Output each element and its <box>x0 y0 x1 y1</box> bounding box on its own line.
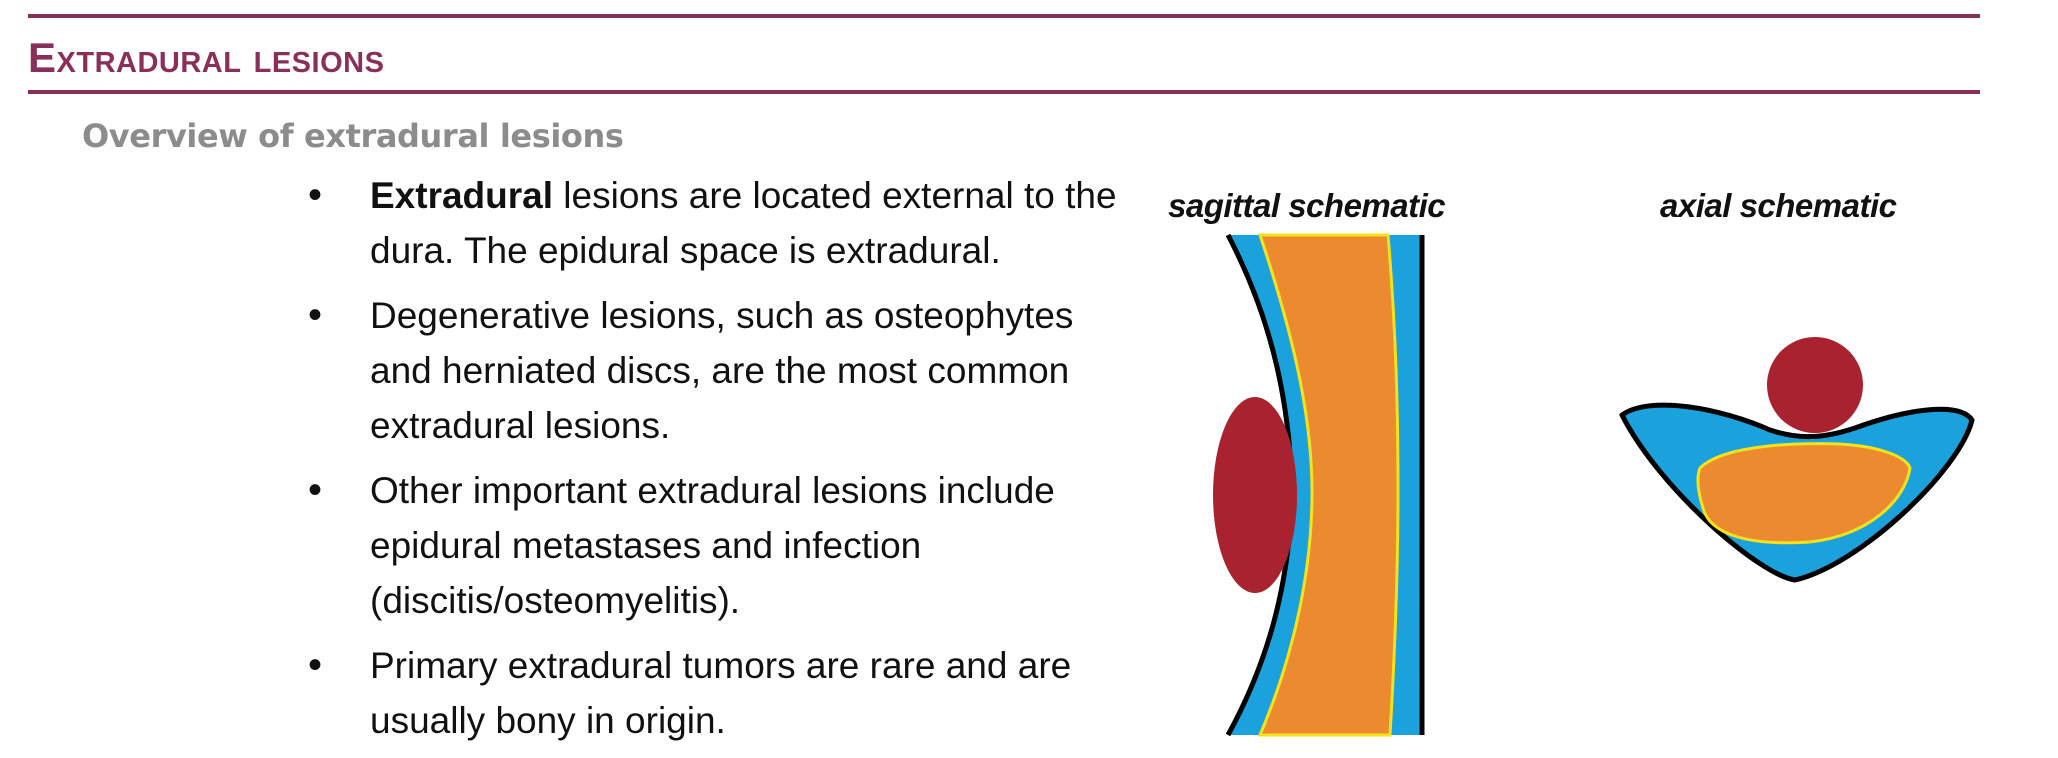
bullet-dot-icon: • <box>307 173 322 217</box>
axial-spinal-cord <box>1696 442 1912 545</box>
section-subtitle: Overview of extradural lesions <box>82 117 624 155</box>
bullet-dot-icon: • <box>307 643 322 687</box>
bullet-item: • Degenerative lesions, such as osteophy… <box>300 288 1140 453</box>
sagittal-schematic <box>1213 233 1425 737</box>
axial-extradural-lesion <box>1767 337 1863 433</box>
bullet-item: • Extradural lesions are located externa… <box>300 168 1140 278</box>
bullet-list: • Extradural lesions are located externa… <box>300 168 1140 758</box>
sagittal-extradural-lesion <box>1213 397 1297 593</box>
bullet-text: lesions are located external to the dura… <box>370 175 1117 271</box>
axial-schematic <box>1619 337 1975 583</box>
bullet-text: Other important extradural lesions inclu… <box>370 470 1055 621</box>
bullet-dot-icon: • <box>307 293 322 337</box>
axial-schematic-label: axial schematic <box>1660 187 1897 224</box>
sagittal-spinal-cord <box>1257 233 1400 737</box>
bullet-text: Primary extradural tumors are rare and a… <box>370 645 1072 741</box>
bullet-text: Degenerative lesions, such as osteophyte… <box>370 295 1074 446</box>
page-title: Extradural lesions <box>28 34 385 81</box>
sagittal-schematic-label: sagittal schematic <box>1168 187 1446 224</box>
bullet-dot-icon: • <box>307 468 322 512</box>
bullet-item: • Primary extradural tumors are rare and… <box>300 638 1140 748</box>
header-bottom-rule <box>28 90 1980 94</box>
bullet-item: • Other important extradural lesions inc… <box>300 463 1140 628</box>
header-top-rule <box>28 14 1980 18</box>
bullet-bold-term: Extradural <box>370 175 554 216</box>
